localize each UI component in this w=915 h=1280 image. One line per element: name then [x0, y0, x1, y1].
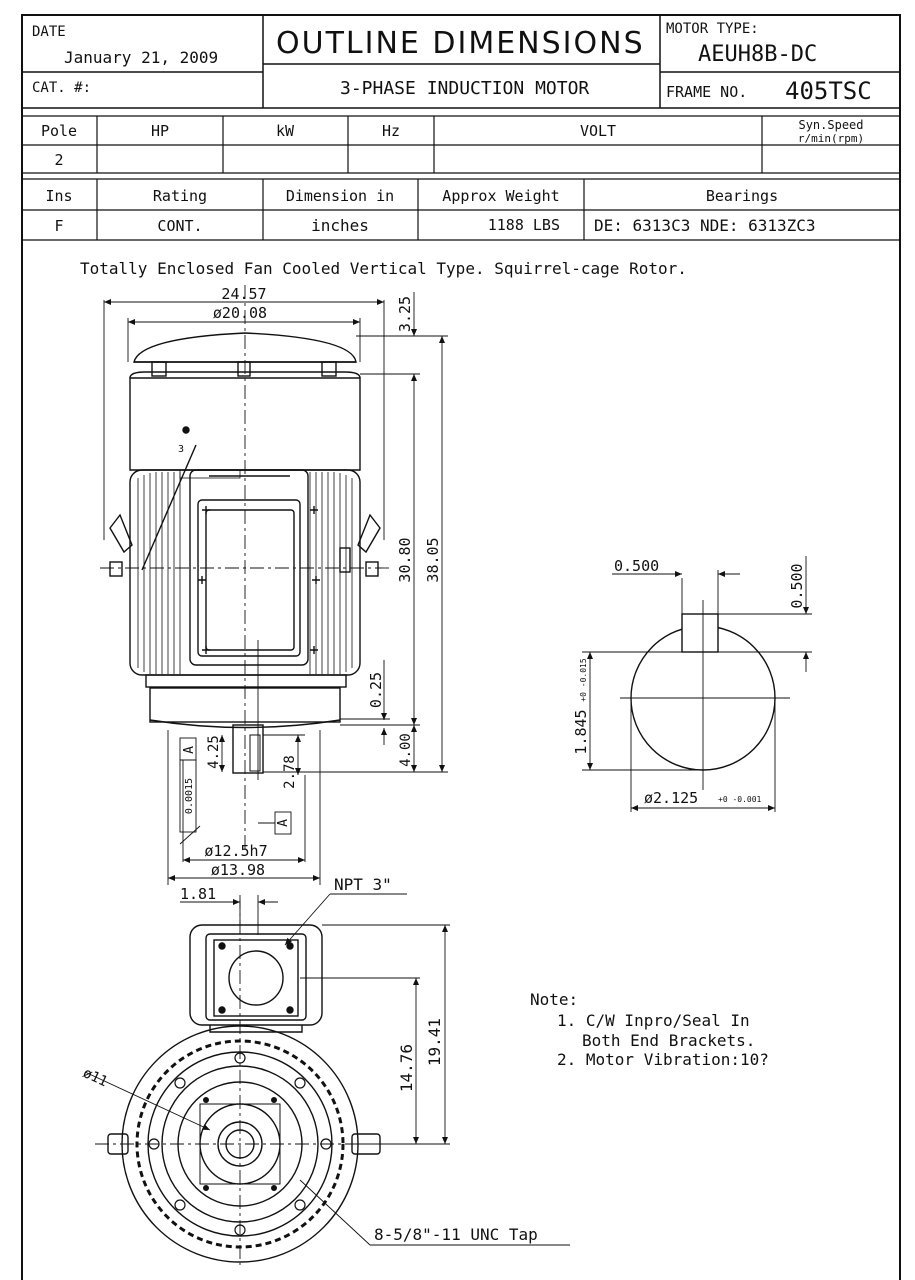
dim-shaft-key: 1.845 — [572, 709, 590, 754]
page-subtitle: 3-PHASE INDUCTION MOTOR — [340, 78, 589, 99]
dim-flange-dia: ø13.98 — [211, 861, 265, 879]
dim-height-b: 19.41 — [425, 1018, 444, 1066]
dim-tb-offset: 1.81 — [180, 885, 216, 903]
td-pole: 2 — [54, 151, 63, 169]
td-weight: 1188 LBS — [488, 216, 560, 234]
dim-height-a: 14.76 — [397, 1044, 416, 1092]
td-dimension: inches — [311, 216, 369, 235]
dim-shaft-ext: 4.00 — [398, 733, 414, 767]
date-value: January 21, 2009 — [64, 48, 218, 67]
dim-key-width: 0.500 — [614, 557, 659, 575]
td-rating: CONT. — [157, 217, 202, 235]
page-title: OUTLINE DIMENSIONS — [276, 26, 645, 61]
motor-type-label: MOTOR TYPE: — [666, 21, 759, 37]
datum-a-label: A — [182, 746, 197, 754]
dim-cap-height: 3.25 — [396, 296, 414, 332]
dim-tap: 8-5/8"-11 UNC Tap — [374, 1225, 538, 1244]
th-dimension: Dimension in — [286, 187, 394, 205]
dim-overall-height: 38.05 — [424, 537, 442, 582]
th-ins: Ins — [45, 187, 72, 205]
dim-spigot: 4.25 — [206, 735, 222, 769]
th-hp: HP — [151, 122, 169, 140]
dim-spigot-dia: ø12.5h7 — [204, 842, 267, 860]
th-kw: kW — [276, 122, 295, 140]
th-syn-speed: Syn.Speed — [798, 118, 863, 132]
dim-npt: NPT 3" — [334, 875, 392, 894]
th-rpm: r/min(rpm) — [798, 132, 864, 145]
frame-label: FRAME NO. — [666, 83, 747, 101]
dim-shaft-dia-tol: +0 -0.001 — [718, 795, 762, 804]
th-hz: Hz — [382, 122, 400, 140]
ground-tag: 3 — [178, 444, 184, 455]
dim-bolt-circle: ø11 — [80, 1065, 110, 1090]
th-volt: VOLT — [580, 122, 616, 140]
dim-flange-thk: 0.25 — [367, 672, 385, 708]
frame-value: 405TSC — [785, 77, 872, 105]
title-block — [22, 15, 900, 109]
runout-label: 0.0015 — [184, 778, 195, 814]
dim-shaft-dia: ø2.125 — [644, 789, 698, 807]
dim-shaft-len: 2.78 — [282, 755, 298, 789]
side-dimension-lines — [103, 292, 448, 885]
spec-table-2 — [22, 178, 900, 241]
td-bearings: DE: 6313C3 NDE: 6313ZC3 — [594, 216, 816, 235]
date-label: DATE — [32, 24, 66, 40]
th-bearings: Bearings — [706, 187, 778, 205]
cat-label: CAT. #: — [32, 80, 91, 96]
motor-plan-view — [95, 895, 390, 1265]
td-ins: F — [54, 217, 63, 235]
shaft-section-view — [582, 556, 812, 812]
note-title: Note: — [530, 990, 578, 1009]
dim-overall-width: 24.57 — [221, 285, 266, 303]
sheet-border — [21, 14, 901, 1280]
dim-shaft-key-tol: +0 -0.015 — [579, 658, 588, 702]
note-item-1b: Both End Brackets. — [582, 1031, 755, 1050]
spec-table-1 — [22, 115, 900, 174]
dim-key-height: 0.500 — [788, 563, 806, 608]
th-pole: Pole — [41, 122, 77, 140]
dim-cap-dia: ø20.08 — [213, 304, 267, 322]
motor-type-value: AEUH8B-DC — [698, 42, 817, 67]
dim-body-height: 30.80 — [396, 537, 414, 582]
datum-a-ref: A — [276, 819, 291, 827]
motor-description: Totally Enclosed Fan Cooled Vertical Typ… — [80, 259, 687, 278]
th-rating: Rating — [153, 187, 207, 205]
plan-dimension-lines — [84, 893, 570, 1246]
th-weight: Approx Weight — [442, 187, 559, 205]
note-item-2: 2. Motor Vibration:10? — [557, 1050, 769, 1069]
note-item-1: 1. C/W Inpro/Seal In — [557, 1011, 750, 1030]
motor-side-view — [100, 285, 390, 850]
